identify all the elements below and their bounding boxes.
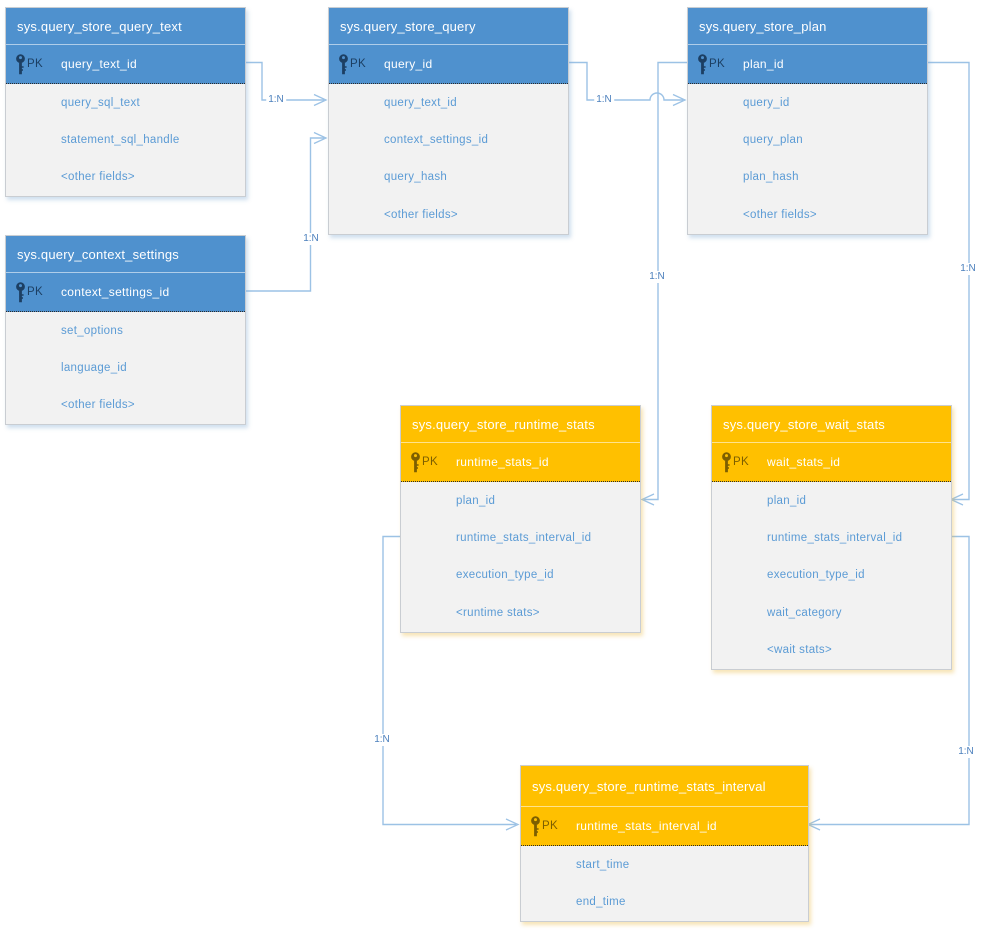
field-row: query_plan [743,134,803,147]
cardinality-label: 1:N [266,94,286,106]
field-row: language_id [61,362,127,375]
pk-field-name: wait_stats_id [767,455,841,469]
arrowhead-icon [313,93,328,107]
entity-title: sys.query_store_runtime_stats_interval [521,766,808,806]
pk-tag: PK [733,456,749,468]
cardinality-label: 1:N [958,263,978,275]
field-row: execution_type_id [767,569,865,582]
entity-query-store-runtime-stats: sys.query_store_runtime_stats PK runtime… [400,405,641,633]
cardinality-label: 1:N [301,233,321,245]
pk-tag: PK [709,58,725,70]
primary-key-icon [338,53,349,75]
pk-row: PK runtime_stats_interval_id [521,806,808,846]
entity-query-store-runtime-stats-interval: sys.query_store_runtime_stats_interval P… [520,765,809,922]
arrowhead-icon [806,818,821,831]
entity-fields: query_text_id context_settings_id query_… [329,84,568,234]
entity-query-store-query: sys.query_store_query PK query_id query_… [328,7,569,235]
entity-fields: plan_id runtime_stats_interval_id execut… [712,482,951,669]
cardinality-label: 1:N [956,746,976,758]
field-row: <other fields> [61,399,135,412]
entity-title: sys.query_store_query_text [6,8,245,44]
pk-field-name: context_settings_id [61,285,170,299]
pk-field-name: query_text_id [61,57,137,71]
pk-row: PK context_settings_id [6,272,245,312]
field-row: <other fields> [384,208,458,221]
entity-title: sys.query_context_settings [6,236,245,272]
pk-field-name: runtime_stats_interval_id [576,819,717,833]
field-row: query_id [743,96,790,109]
field-row: set_options [61,324,124,337]
field-row: <other fields> [743,208,817,221]
field-row: runtime_stats_interval_id [767,532,903,545]
entity-fields: query_id query_plan plan_hash <other fie… [688,84,927,234]
field-row: <other fields> [61,171,135,184]
pk-row: PK runtime_stats_id [401,442,640,482]
pk-row: PK query_id [329,44,568,84]
cardinality-label: 1:N [647,271,667,283]
field-row: query_text_id [384,96,457,109]
field-row: plan_id [456,494,496,507]
arrowhead-icon [949,493,964,506]
entity-fields: query_sql_text statement_sql_handle <oth… [6,84,245,197]
wire-contextsettings-query [244,137,324,292]
pk-tag: PK [350,58,366,70]
entity-query-store-plan: sys.query_store_plan PK plan_id query_id… [687,7,928,235]
field-row: start_time [576,858,630,871]
arrowhead-icon [505,818,520,831]
primary-key-icon [15,281,26,303]
pk-tag: PK [27,286,43,298]
pk-tag: PK [542,820,558,832]
field-row: context_settings_id [384,134,489,147]
pk-tag: PK [422,456,438,468]
pk-row: PK query_text_id [6,44,245,84]
entity-query-store-wait-stats: sys.query_store_wait_stats PK wait_stats… [711,405,952,670]
primary-key-icon [410,451,421,473]
field-row: end_time [576,896,626,909]
arrowhead-icon [640,493,655,506]
entity-title: sys.query_store_wait_stats [712,406,951,442]
pk-row: PK plan_id [688,44,927,84]
arrowhead-icon [672,93,687,107]
entity-fields: set_options language_id <other fields> [6,312,245,425]
entity-title: sys.query_store_runtime_stats [401,406,640,442]
field-row: <runtime stats> [456,606,540,619]
primary-key-icon [721,451,732,473]
field-row: execution_type_id [456,569,554,582]
arrowhead-icon [313,131,328,145]
field-row: query_sql_text [61,96,140,109]
pk-row: PK wait_stats_id [712,442,951,482]
field-row: plan_id [767,494,807,507]
entity-fields: plan_id runtime_stats_interval_id execut… [401,482,640,632]
pk-field-name: runtime_stats_id [456,455,549,469]
entity-fields: start_time end_time [521,846,808,921]
field-row: query_hash [384,171,448,184]
entity-query-context-settings: sys.query_context_settings PK context_se… [5,235,246,426]
primary-key-icon [697,53,708,75]
cardinality-label: 1:N [372,734,392,746]
primary-key-icon [530,815,541,837]
pk-field-name: plan_id [743,57,784,71]
pk-tag: PK [27,58,43,70]
wire-query-plan [567,61,683,101]
pk-field-name: query_id [384,57,433,71]
field-row: wait_category [767,606,842,619]
field-row: plan_hash [743,171,799,184]
entity-query-store-query-text: sys.query_store_query_text PK query_text… [5,7,246,198]
field-row: statement_sql_handle [61,134,180,147]
entity-title: sys.query_store_query [329,8,568,44]
primary-key-icon [15,53,26,75]
field-row: runtime_stats_interval_id [456,532,592,545]
cardinality-label: 1:N [594,94,614,106]
entity-title: sys.query_store_plan [688,8,927,44]
field-row: <wait stats> [767,644,832,657]
